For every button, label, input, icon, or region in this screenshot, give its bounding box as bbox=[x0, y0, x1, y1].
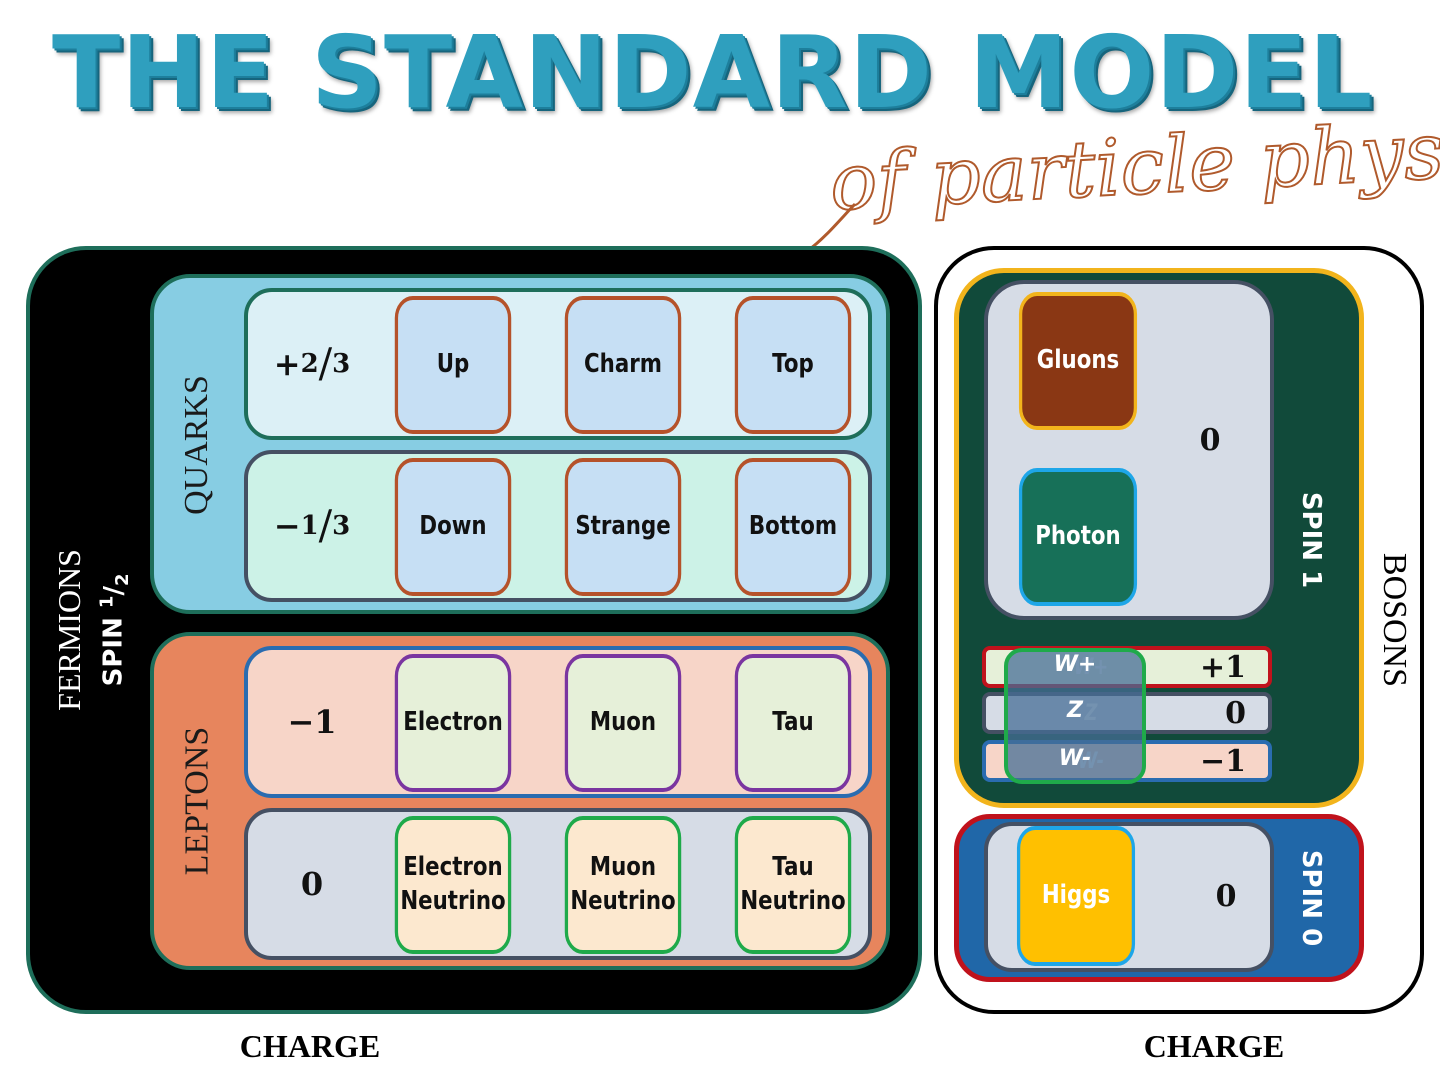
bosons-label: BOSONS bbox=[1376, 552, 1414, 688]
gauge-charge: 0 bbox=[1199, 422, 1221, 458]
page-title: THE STANDARD MODEL bbox=[52, 14, 1374, 131]
charge-slash: / bbox=[318, 503, 333, 549]
particle-higgs[interactable]: Higgs bbox=[1016, 826, 1136, 966]
cell-line: Neutrino bbox=[570, 886, 676, 916]
spin0-label: SPIN 0 bbox=[1296, 849, 1327, 947]
cell-line: Electron bbox=[403, 852, 503, 883]
spin1-label-box: SPIN 1 bbox=[1276, 380, 1346, 700]
lepton-row-1-charge: −1 bbox=[287, 703, 337, 741]
quark-row-2-charge: − 1/3 bbox=[252, 458, 372, 594]
leptons-label: LEPTONS bbox=[178, 726, 215, 876]
w-minus-label: W- bbox=[1058, 746, 1092, 771]
quark-row-1-charge: + 2/3 bbox=[252, 296, 372, 432]
spin1-label: SPIN 1 bbox=[1296, 491, 1327, 589]
fermions-title: FERMIONS bbox=[51, 549, 88, 711]
cell-line: Tau bbox=[772, 852, 814, 883]
cell-line: Neutrino bbox=[400, 886, 506, 916]
spin0-label-box: SPIN 0 bbox=[1276, 818, 1346, 978]
quarks-label-box: QUARKS bbox=[154, 290, 240, 600]
particle-bottom[interactable]: Bottom bbox=[734, 458, 852, 596]
particle-gluons[interactable]: Gluons bbox=[1018, 292, 1138, 430]
charge-sign: + bbox=[273, 345, 301, 383]
weak-bosons-labels: W+ Z W- bbox=[1004, 648, 1146, 784]
fermions-spin-value: 1/2 bbox=[96, 573, 133, 609]
bosons-label-box: BOSONS bbox=[1366, 440, 1422, 800]
cell-line: Neutrino bbox=[740, 886, 846, 916]
fermions-spin: SPIN 1/2 bbox=[89, 549, 141, 711]
weak-charge: −1 bbox=[1199, 743, 1246, 779]
weak-charge: +1 bbox=[1199, 649, 1246, 685]
spin-denominator: 2 bbox=[111, 573, 133, 587]
particle-tau[interactable]: Tau bbox=[734, 654, 852, 792]
fermions-label: FERMIONS SPIN 1/2 bbox=[40, 420, 150, 840]
charge-slash: / bbox=[318, 341, 333, 387]
charge-denominator: 3 bbox=[332, 511, 351, 541]
weak-bosons-highlight[interactable] bbox=[1004, 648, 1146, 784]
fermions-spin-label: SPIN bbox=[98, 617, 129, 687]
higgs-charge: 0 bbox=[1215, 878, 1237, 914]
fermions-charge-label: CHARGE bbox=[239, 1028, 381, 1064]
quarks-label: QUARKS bbox=[178, 375, 215, 515]
particle-charm[interactable]: Charm bbox=[564, 296, 682, 434]
charge-numerator: 2 bbox=[300, 349, 319, 379]
particle-top[interactable]: Top bbox=[734, 296, 852, 434]
bosons-charge-label: CHARGE bbox=[1143, 1028, 1285, 1064]
spin-numerator: 1 bbox=[96, 595, 118, 609]
leptons-label-box: LEPTONS bbox=[154, 646, 240, 956]
particle-muon[interactable]: Muon bbox=[564, 654, 682, 792]
particle-up[interactable]: Up bbox=[394, 296, 512, 434]
charge-denominator: 3 bbox=[332, 349, 351, 379]
lepton-row-2-charge: 0 bbox=[300, 865, 324, 903]
w-plus-label: W+ bbox=[1053, 652, 1097, 677]
particle-photon[interactable]: Photon bbox=[1018, 468, 1138, 606]
cell-line: Muon bbox=[589, 852, 657, 883]
weak-charge: 0 bbox=[1225, 695, 1246, 731]
charge-numerator: 1 bbox=[300, 511, 319, 541]
z-label: Z bbox=[1067, 698, 1083, 723]
charge-sign: − bbox=[273, 507, 301, 545]
particle-electron[interactable]: Electron bbox=[394, 654, 512, 792]
particle-down[interactable]: Down bbox=[394, 458, 512, 596]
particle-strange[interactable]: Strange bbox=[564, 458, 682, 596]
